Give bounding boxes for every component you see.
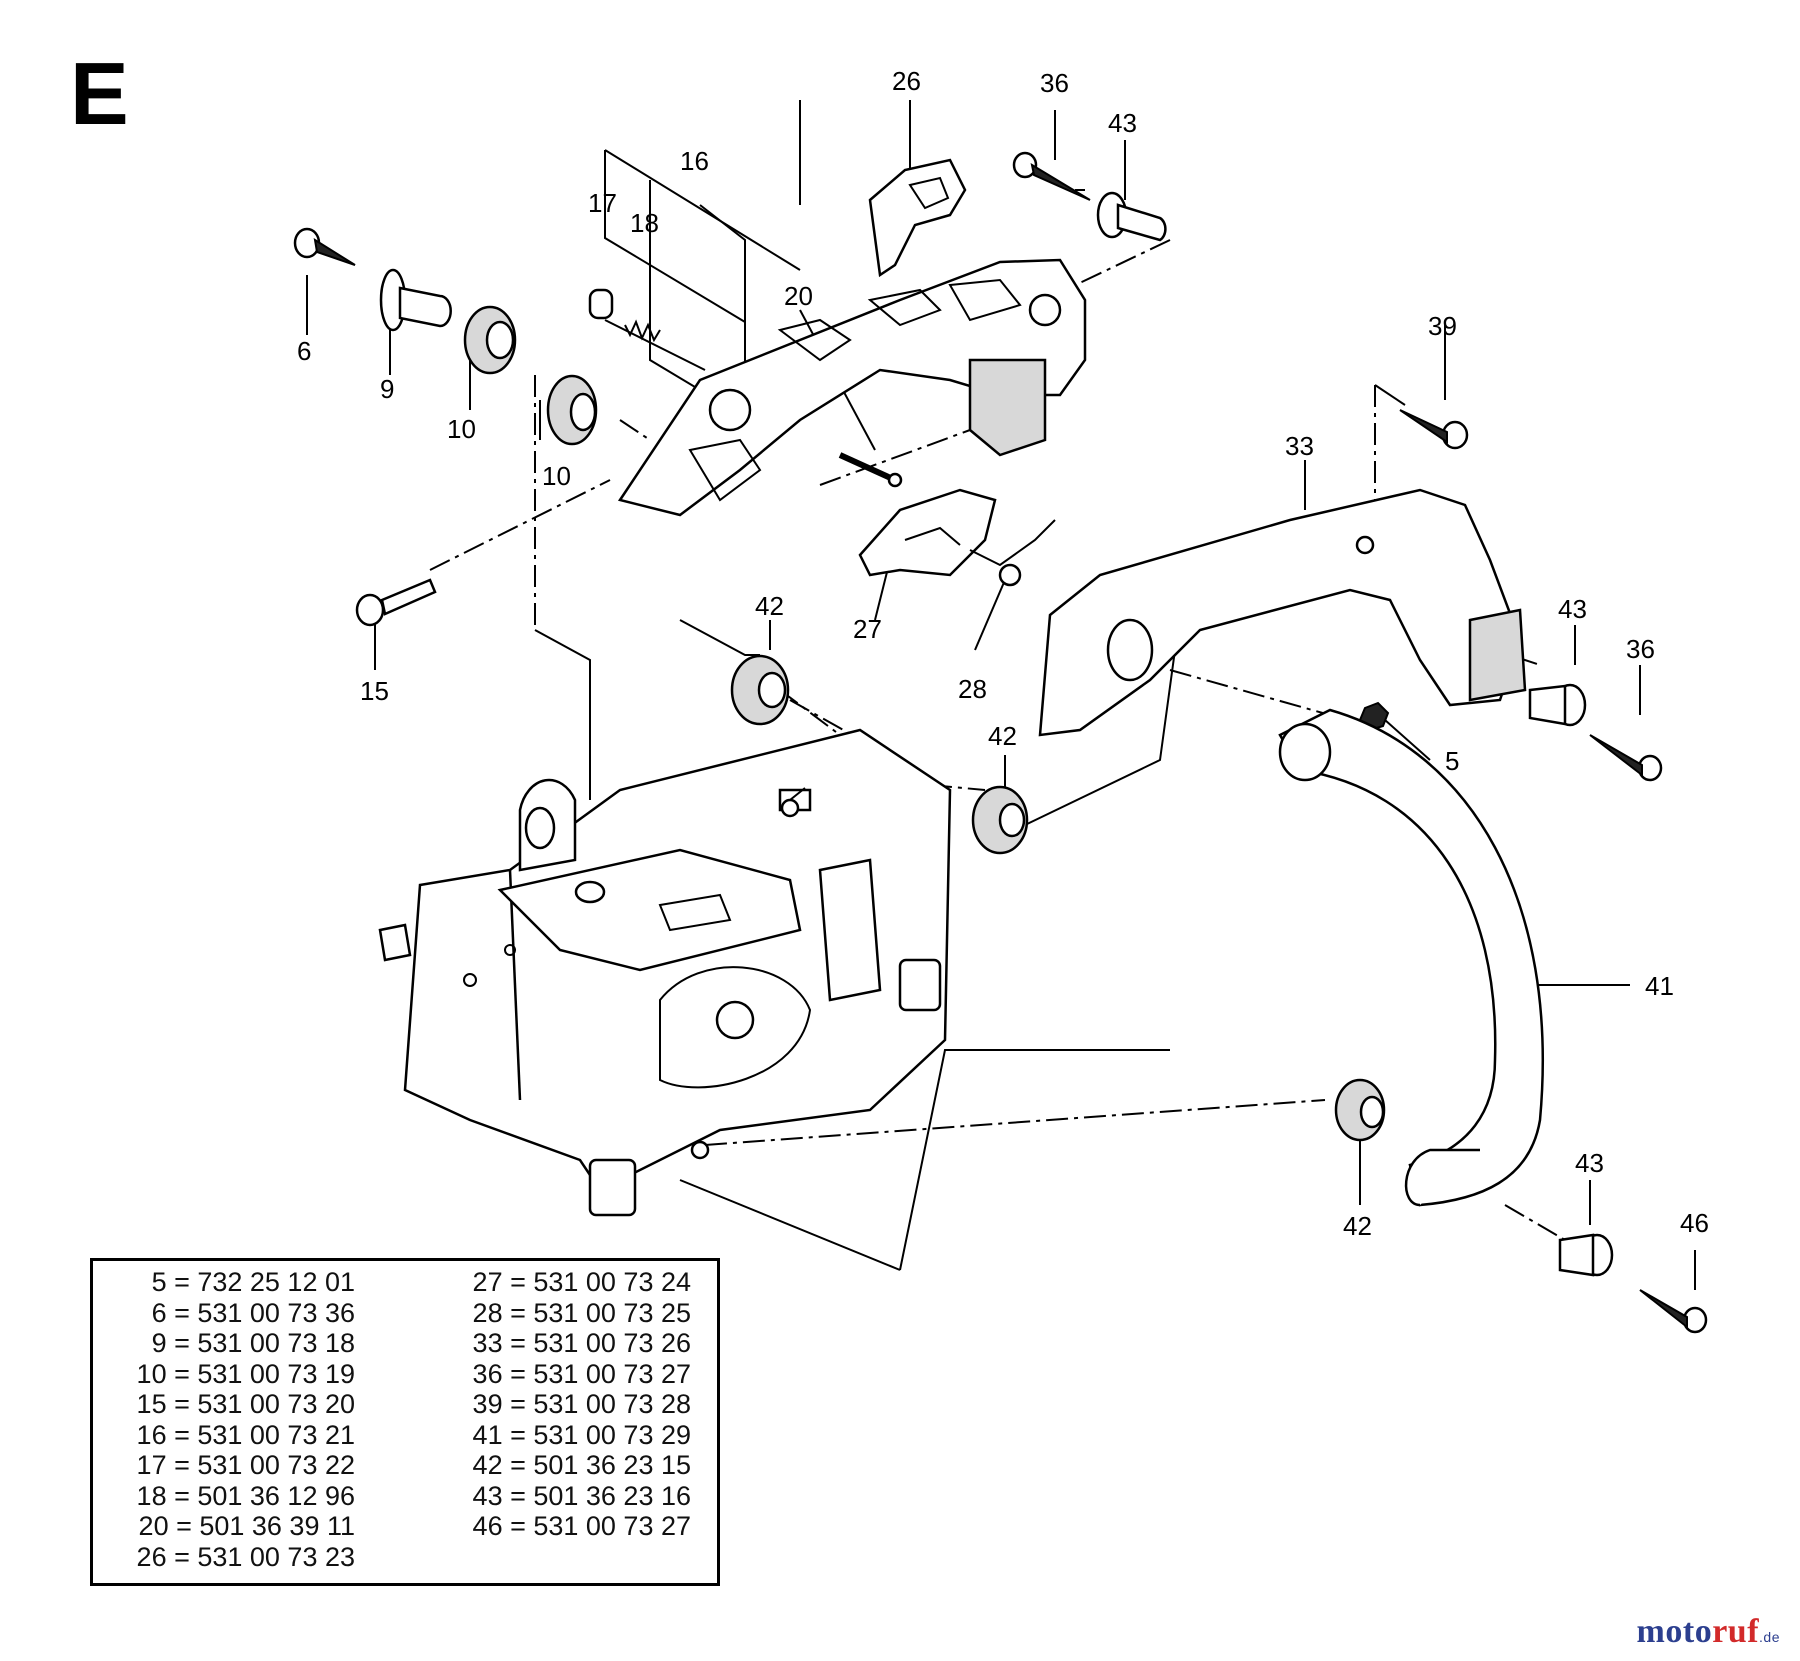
parts-list-entry: 33 = 531 00 73 26 bbox=[472, 1328, 691, 1358]
callout-18: 18 bbox=[630, 208, 659, 238]
screw-46-icon bbox=[1639, 1289, 1708, 1334]
rear-handle-housing-16-icon bbox=[617, 258, 1087, 517]
callout-20: 20 bbox=[784, 281, 813, 311]
engine-body-icon bbox=[378, 728, 952, 1217]
callout-17: 17 bbox=[588, 188, 617, 218]
callout-42-top: 42 bbox=[755, 591, 784, 621]
callout-33: 33 bbox=[1285, 431, 1314, 461]
leader-lines bbox=[306, 100, 1696, 1290]
callout-42-bottom: 42 bbox=[1343, 1211, 1372, 1241]
callout-36-top: 36 bbox=[1040, 68, 1069, 98]
parts-list-entry: 15 = 531 00 73 20 bbox=[136, 1389, 355, 1419]
callout-10-a: 10 bbox=[447, 414, 476, 444]
parts-list-entry: 9 = 531 00 73 18 bbox=[151, 1328, 355, 1358]
parts-list-entry: 43 = 501 36 23 16 bbox=[472, 1480, 691, 1511]
sleeve-43b-icon bbox=[1528, 683, 1587, 727]
callout-42-mid: 42 bbox=[988, 721, 1017, 751]
rear-handle-33-icon bbox=[1038, 488, 1527, 737]
screw-36-icon bbox=[1012, 151, 1091, 201]
callout-9: 9 bbox=[380, 374, 394, 404]
parts-list-table: 5 = 732 25 12 01 6 = 531 00 73 36 9 = 53… bbox=[90, 1258, 720, 1586]
screw-6-icon bbox=[293, 227, 356, 266]
watermark-part1: moto bbox=[1636, 1613, 1713, 1650]
callout-43-top: 43 bbox=[1108, 108, 1137, 138]
parts-list-entry: 10 = 531 00 73 19 bbox=[136, 1358, 355, 1389]
parts-list-entry: 5 = 732 25 12 01 bbox=[151, 1267, 355, 1297]
damper-10b-icon bbox=[546, 374, 598, 446]
parts-list-entry: 27 = 531 00 73 24 bbox=[472, 1267, 691, 1297]
screw-15-icon bbox=[355, 578, 437, 627]
parts-list-entry: 39 = 531 00 73 28 bbox=[472, 1389, 691, 1419]
section-letter: E bbox=[70, 44, 129, 143]
callout-43-bottom: 43 bbox=[1575, 1148, 1604, 1178]
parts-list-column-right: 27 = 531 00 73 24 28 = 531 00 73 25 33 =… bbox=[393, 1267, 691, 1542]
sleeve-43c-icon bbox=[1558, 1233, 1614, 1277]
callout-16: 16 bbox=[680, 146, 709, 176]
sleeve-43-icon bbox=[1096, 191, 1167, 242]
parts-list-entry: 18 = 501 36 12 96 bbox=[136, 1480, 355, 1511]
parts-list-column-left: 5 = 732 25 12 01 6 = 531 00 73 36 9 = 53… bbox=[93, 1267, 355, 1572]
screw-39-icon bbox=[1399, 409, 1469, 450]
watermark-tld: .de bbox=[1759, 1629, 1780, 1645]
callout-39: 39 bbox=[1428, 311, 1457, 341]
parts-list-entry: 26 = 531 00 73 23 bbox=[136, 1541, 355, 1572]
sleeve-9-icon bbox=[379, 268, 452, 332]
callout-41: 41 bbox=[1645, 971, 1674, 1001]
parts-list-entry: 16 = 531 00 73 21 bbox=[136, 1419, 355, 1450]
parts-list-entry: 46 = 531 00 73 27 bbox=[472, 1511, 691, 1541]
parts-list-entry: 20 = 501 36 39 11 bbox=[138, 1511, 355, 1541]
parts-list-entry: 28 = 531 00 73 25 bbox=[472, 1297, 691, 1328]
parts-list-entry: 6 = 531 00 73 36 bbox=[151, 1297, 355, 1328]
callout-43-right: 43 bbox=[1558, 594, 1587, 624]
damper-42c-icon bbox=[1334, 1078, 1386, 1142]
parts-list-entry: 17 = 531 00 73 22 bbox=[136, 1450, 355, 1480]
motoruf-watermark: motoruf.de bbox=[1637, 1613, 1780, 1651]
spring-28-icon bbox=[969, 519, 1056, 587]
spring-18-icon bbox=[624, 319, 661, 343]
damper-10-icon bbox=[463, 305, 517, 375]
callout-15: 15 bbox=[360, 676, 389, 706]
brake-lever-26-icon bbox=[868, 158, 967, 278]
callout-6: 6 bbox=[297, 336, 311, 366]
screw-36b-icon bbox=[1589, 734, 1663, 782]
damper-42a-icon bbox=[730, 654, 790, 726]
callout-36-right: 36 bbox=[1626, 634, 1655, 664]
bushing-17-icon bbox=[588, 288, 614, 320]
parts-list-entry: 41 = 531 00 73 29 bbox=[472, 1419, 691, 1450]
callout-5: 5 bbox=[1445, 746, 1459, 776]
parts-list-entry: 36 = 531 00 73 27 bbox=[472, 1358, 691, 1389]
watermark-part2: ruf bbox=[1712, 1613, 1760, 1650]
callout-labels: 26 36 43 16 17 18 20 6 9 10 10 39 33 15 … bbox=[297, 66, 1709, 1241]
callout-27: 27 bbox=[853, 614, 882, 644]
front-handle-41-icon bbox=[1278, 708, 1544, 1207]
damper-42b-icon bbox=[971, 785, 1029, 855]
callout-26: 26 bbox=[892, 66, 921, 96]
callout-10-b: 10 bbox=[542, 461, 571, 491]
callout-46: 46 bbox=[1680, 1208, 1709, 1238]
parts-list-entry: 42 = 501 36 23 15 bbox=[472, 1450, 691, 1480]
callout-28: 28 bbox=[958, 674, 987, 704]
pin-20-icon bbox=[838, 452, 903, 488]
brake-part-27-icon bbox=[858, 488, 997, 577]
parts bbox=[293, 151, 1708, 1334]
